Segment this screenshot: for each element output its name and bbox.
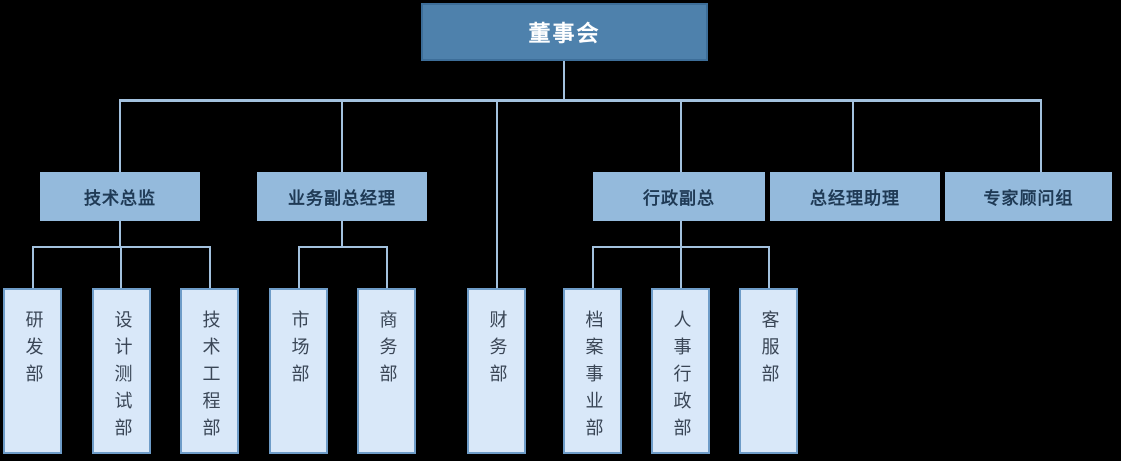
connector-stub-tech-director: [119, 221, 121, 247]
org-node-marketing-dept: 市场部: [269, 288, 328, 454]
connector-root-trunk: [563, 61, 565, 100]
connector-drop-hr-admin-dept: [680, 247, 682, 288]
connector-stub-admin-deputy: [680, 221, 682, 247]
org-node-rd-dept: 研发部: [3, 288, 62, 454]
connector-drop-archives-dept: [592, 247, 594, 288]
org-node-label: 档案事业部: [582, 310, 604, 445]
org-node-label: 技术总监: [84, 189, 156, 209]
connector-drop-commerce-dept: [386, 247, 388, 288]
org-node-label: 财务部: [486, 310, 508, 391]
org-node-admin-deputy: 行政副总: [593, 172, 765, 221]
org-node-business-deputy-gm: 业务副总经理: [257, 172, 427, 221]
org-node-label: 人事行政部: [670, 310, 692, 445]
org-node-tech-director: 技术总监: [40, 172, 200, 221]
org-node-label: 客服部: [758, 310, 780, 391]
connector-drop-customer-service-dept: [768, 247, 770, 288]
connector-rail-business-deputy: [298, 246, 388, 248]
connector-drop-admin-deputy: [680, 100, 682, 172]
connector-drop-gm-assistant: [852, 100, 854, 172]
org-node-label: 总经理助理: [810, 189, 900, 209]
org-node-label: 业务副总经理: [288, 189, 396, 209]
connector-drop-finance: [496, 100, 498, 288]
org-node-label: 行政副总: [643, 189, 715, 209]
org-node-finance-dept: 财务部: [467, 288, 526, 454]
org-node-label: 专家顾问组: [983, 189, 1074, 209]
org-node-design-testing-dept: 设计测试部: [92, 288, 151, 454]
connector-drop-business-deputy: [341, 100, 343, 172]
org-node-label: 董事会: [528, 22, 601, 47]
org-node-tech-engineering-dept: 技术工程部: [180, 288, 239, 454]
connector-drop-tech-director: [119, 100, 121, 172]
org-node-archives-dept: 档案事业部: [563, 288, 622, 454]
connector-drop-design-testing-dept: [120, 247, 122, 288]
org-node-label: 研发部: [22, 310, 44, 391]
connector-drop-rd-dept: [32, 247, 34, 288]
org-node-customer-service-dept: 客服部: [739, 288, 798, 454]
connector-drop-tech-engineering-dept: [209, 247, 211, 288]
org-node-gm-assistant: 总经理助理: [770, 172, 940, 221]
connector-main-rail: [119, 99, 1042, 102]
org-node-board: 董事会: [421, 3, 708, 61]
org-node-label: 商务部: [376, 310, 398, 391]
org-node-commerce-dept: 商务部: [357, 288, 416, 454]
connector-stub-business-deputy: [341, 221, 343, 247]
org-node-hr-admin-dept: 人事行政部: [651, 288, 710, 454]
connector-drop-expert-advisors: [1040, 100, 1042, 172]
org-node-label: 设计测试部: [111, 310, 133, 445]
org-node-label: 技术工程部: [199, 310, 221, 445]
org-node-label: 市场部: [288, 310, 310, 391]
connector-drop-marketing-dept: [298, 247, 300, 288]
org-node-expert-advisors: 专家顾问组: [945, 172, 1112, 221]
